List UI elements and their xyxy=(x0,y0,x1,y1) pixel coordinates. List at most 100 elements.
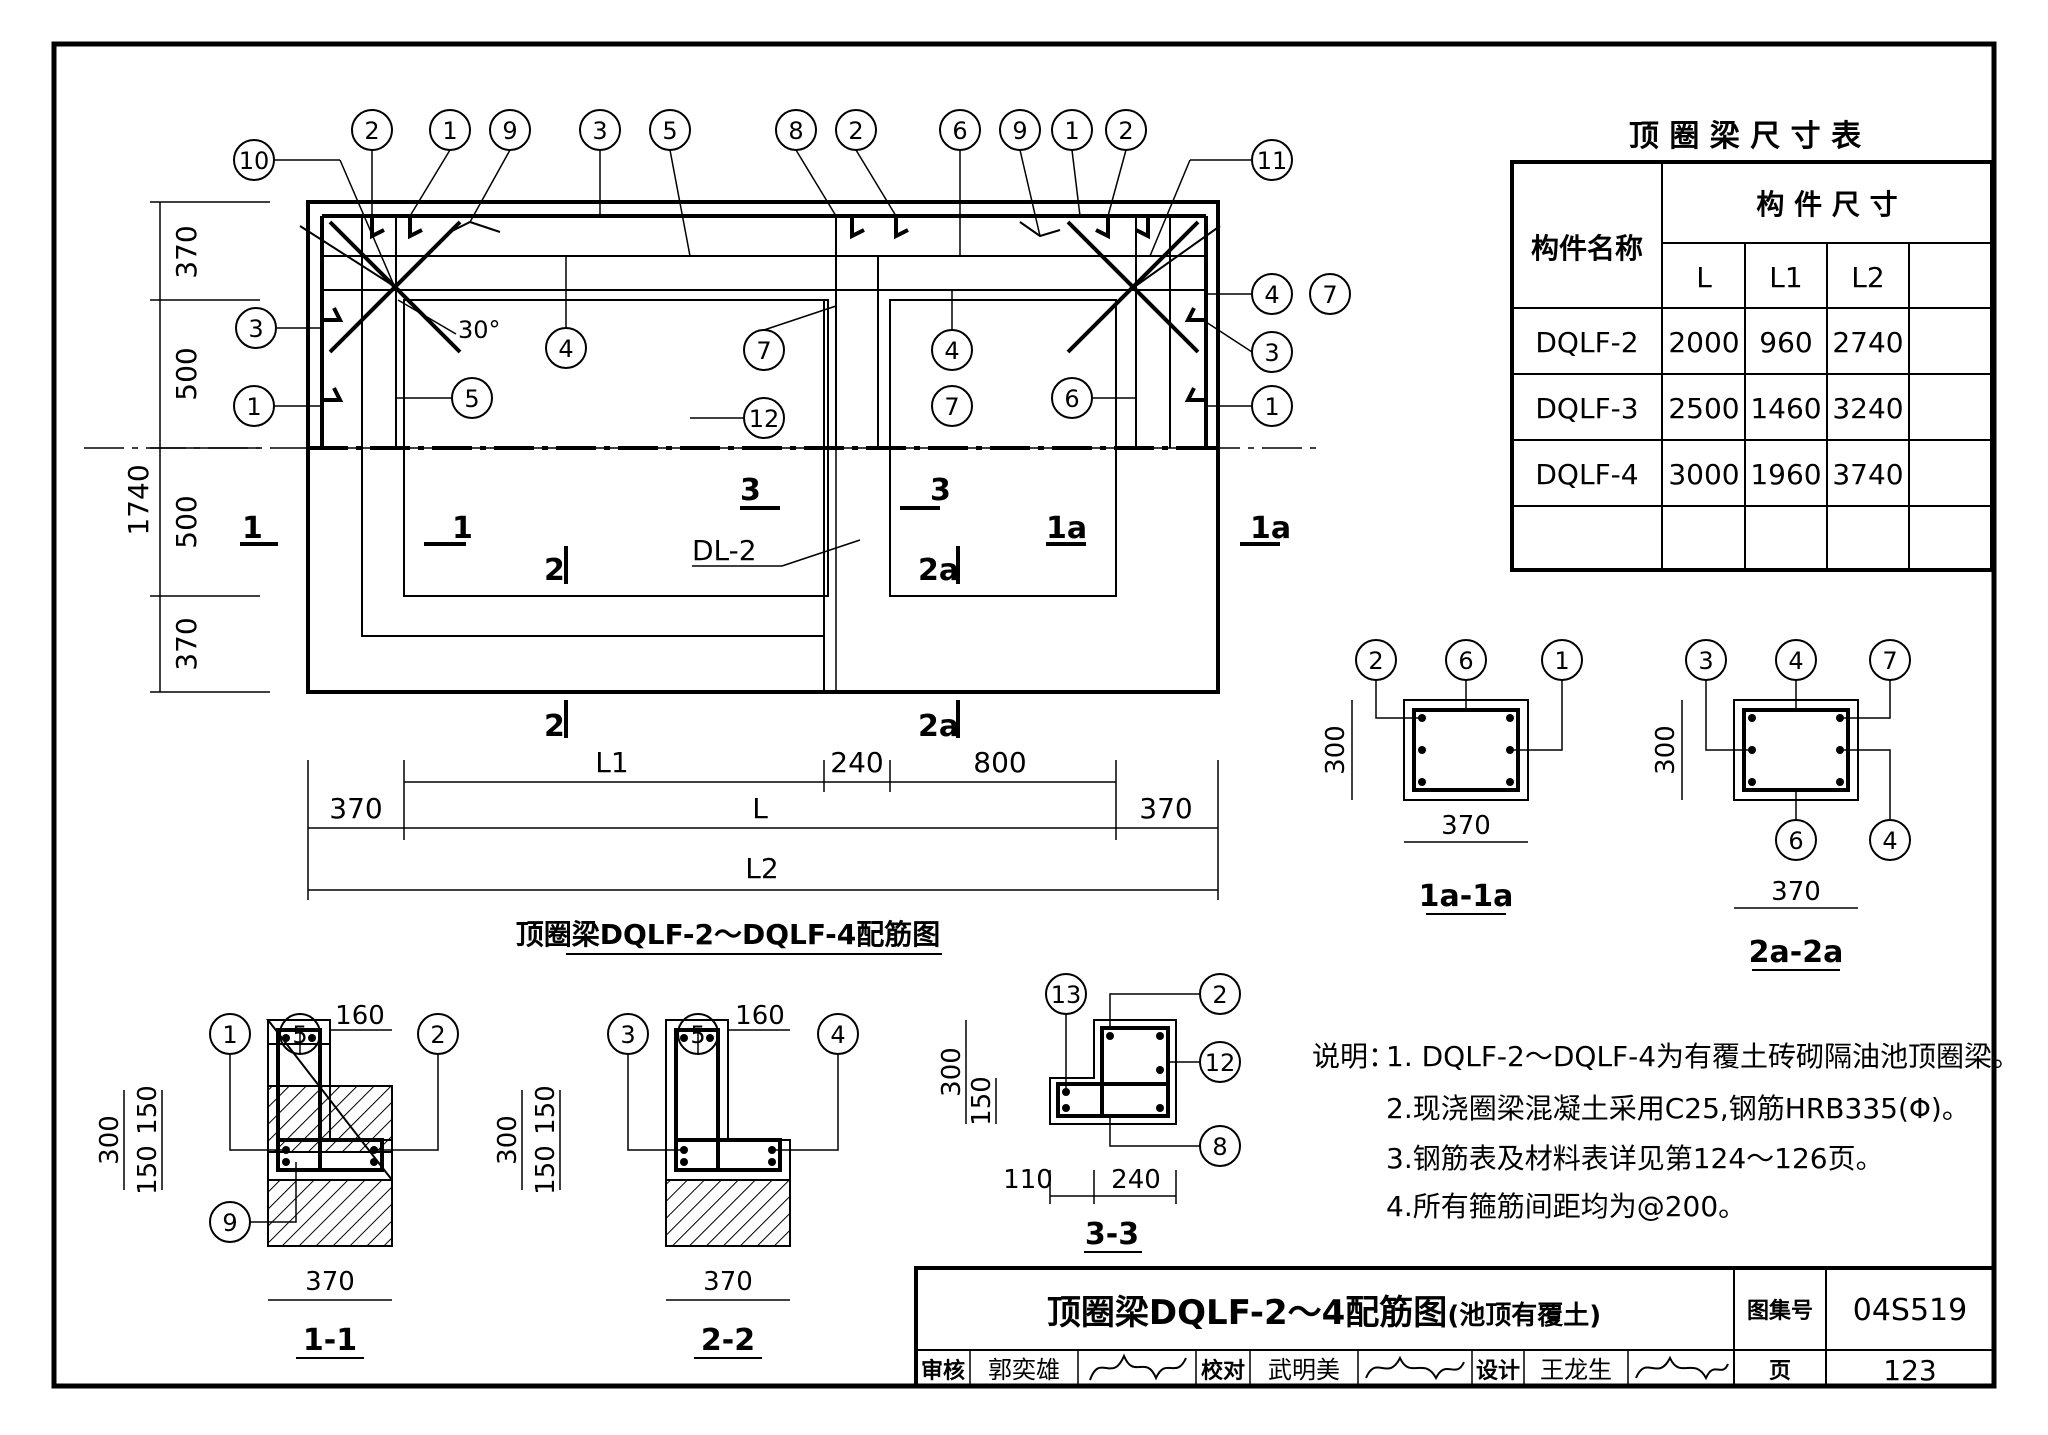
reviewer-name: 郭奕雄 xyxy=(988,1356,1060,1384)
table-col-name: 构件名称 xyxy=(1531,232,1643,265)
dim-240: 240 xyxy=(1111,1165,1161,1195)
dim-160: 160 xyxy=(735,1001,785,1031)
plan-callouts-top: 10 2 1 9 3 5 8 2 6 9 1 2 11 xyxy=(233,109,1293,291)
table-sub-L1: L1 xyxy=(1769,261,1802,294)
callout: 4 xyxy=(1264,281,1279,309)
dim-300: 300 xyxy=(95,1115,125,1165)
title-main: 顶圈梁DQLF-2～4配筋图 xyxy=(1047,1293,1447,1333)
section-marker: 2 xyxy=(544,709,565,744)
dim-L: L xyxy=(752,792,768,825)
section-3-3: 13 2 12 8 300 150 110 240 3-3 xyxy=(937,973,1241,1253)
plan-view: 1 1 1a 1a 3 3 2 2a 2 2a DL-2 30° 370 500… xyxy=(84,200,1318,955)
section-marker: 1 xyxy=(452,511,473,546)
designer-name: 王龙生 xyxy=(1540,1356,1612,1384)
note-item: 4.所有箍筋间距均为@200。 xyxy=(1386,1190,1746,1223)
callout: 1 xyxy=(222,1021,237,1049)
dim-150: 150 xyxy=(531,1085,561,1135)
section-marker: 2 xyxy=(544,553,565,588)
dim-240: 240 xyxy=(830,746,883,779)
callout: 4 xyxy=(1882,827,1897,855)
notes-label: 说明： xyxy=(1312,1040,1396,1073)
callout: 6 xyxy=(1458,647,1473,675)
callout: 9 xyxy=(502,117,517,145)
callout: 3 xyxy=(248,315,263,343)
page-label: 页 xyxy=(1769,1359,1791,1384)
title-block: 顶圈梁DQLF-2～4配筋图(池顶有覆土) 图集号 04S519 审核 郭奕雄 … xyxy=(914,1266,1996,1388)
dim-160: 160 xyxy=(335,1001,385,1031)
dim-150: 150 xyxy=(133,1145,163,1195)
table-cell: 3240 xyxy=(1832,392,1903,425)
design-label: 设计 xyxy=(1476,1359,1520,1384)
check-label: 校对 xyxy=(1201,1358,1245,1384)
callout: 5 xyxy=(464,385,479,413)
designer-signature xyxy=(1635,1355,1729,1381)
opening-left xyxy=(403,299,829,597)
callout: 2 xyxy=(1118,117,1133,145)
section-marker: 1 xyxy=(242,511,263,546)
callout: 8 xyxy=(788,117,803,145)
dim-500: 500 xyxy=(170,347,203,400)
dim-110: 110 xyxy=(1003,1165,1053,1195)
dim-370: 370 xyxy=(305,1267,355,1297)
table-title: 顶 圈 梁 尺 寸 表 xyxy=(1629,119,1861,154)
callout: 3 xyxy=(592,117,607,145)
callout: 12 xyxy=(1205,1049,1236,1077)
review-label: 审核 xyxy=(921,1358,965,1384)
dim-370: 370 xyxy=(329,792,382,825)
callout: 3 xyxy=(620,1021,635,1049)
callout: 2 xyxy=(1212,981,1227,1009)
section-title: 3-3 xyxy=(1085,1217,1139,1252)
table-cell: 2740 xyxy=(1832,326,1903,359)
callout: 7 xyxy=(1882,647,1897,675)
note-item: 1. DQLF-2～DQLF-4为有覆土砖砌隔油池顶圈梁。 xyxy=(1386,1040,2020,1073)
dim-L1: L1 xyxy=(595,746,628,779)
table-sub-L2: L2 xyxy=(1851,261,1884,294)
callout: 3 xyxy=(1698,647,1713,675)
callout: 1 xyxy=(246,393,261,421)
callout: 7 xyxy=(1322,281,1337,309)
table-col-group: 构 件 尺 寸 xyxy=(1756,188,1897,221)
dim-370: 370 xyxy=(1441,811,1491,841)
reviewer-signature xyxy=(1089,1353,1187,1381)
callout: 10 xyxy=(239,147,270,175)
section-marker: 1a xyxy=(1250,511,1291,546)
callout: 1 xyxy=(1064,117,1079,145)
section-2-2: 3 5 4 160 300 150 150 370 2-2 xyxy=(493,1001,859,1359)
section-title: 1-1 xyxy=(303,1323,357,1358)
section-marker: 3 xyxy=(740,473,761,508)
table-sub-L: L xyxy=(1696,261,1712,294)
dim-800: 800 xyxy=(973,746,1026,779)
table-cell: 3740 xyxy=(1832,458,1903,491)
section-1-1: 1 5 2 9 160 300 150 150 370 1-1 xyxy=(95,1001,459,1359)
dim-150: 150 xyxy=(133,1085,163,1135)
dim-150: 150 xyxy=(531,1145,561,1195)
note-item: 2.现浇圈梁混凝土采用C25,钢筋HRB335(Φ)。 xyxy=(1386,1092,1970,1125)
dim-370: 370 xyxy=(1771,877,1821,907)
section-title: 1a-1a xyxy=(1419,879,1514,914)
table-cell: 1960 xyxy=(1750,458,1821,491)
table-cell: 3000 xyxy=(1668,458,1739,491)
callout: 2 xyxy=(848,117,863,145)
callout: 4 xyxy=(944,337,959,365)
table-cell: 1460 xyxy=(1750,392,1821,425)
callout: 2 xyxy=(364,117,379,145)
section-marker: 2a xyxy=(918,553,959,588)
dim-370: 370 xyxy=(170,225,203,278)
titleblock-title: 顶圈梁DQLF-2～4配筋图(池顶有覆土) xyxy=(1047,1293,1601,1333)
callout: 5 xyxy=(662,117,677,145)
beam-label: DL-2 xyxy=(692,534,757,567)
section-marker: 3 xyxy=(930,473,951,508)
dim-300: 300 xyxy=(1321,725,1351,775)
dim-300: 300 xyxy=(1651,725,1681,775)
callout: 6 xyxy=(1064,385,1079,413)
section-marker: 2a xyxy=(918,709,959,744)
atlas-label: 图集号 xyxy=(1747,1298,1813,1324)
table-cell: 2500 xyxy=(1668,392,1739,425)
angle-label: 30° xyxy=(458,316,501,344)
callout: 2 xyxy=(430,1021,445,1049)
callout: 9 xyxy=(222,1209,237,1237)
table-cell: 2000 xyxy=(1668,326,1739,359)
dim-300: 300 xyxy=(493,1115,523,1165)
table-row-name: DQLF-2 xyxy=(1535,326,1638,359)
